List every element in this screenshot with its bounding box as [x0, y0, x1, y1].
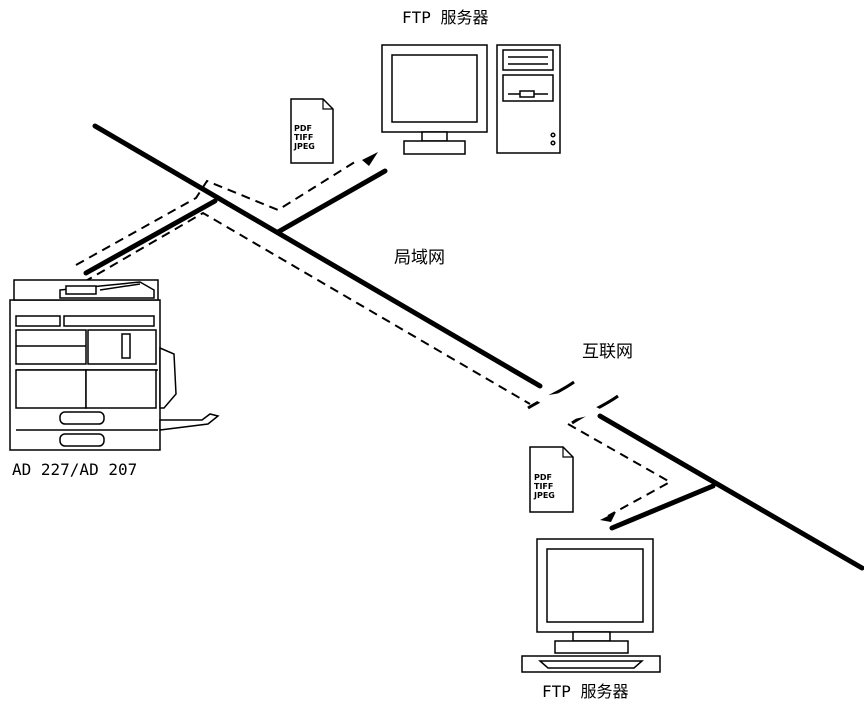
ftp-server-label-top: FTP 服务器	[402, 8, 489, 27]
tower-pc-icon-top	[496, 44, 561, 154]
computer-icon-bottom	[521, 538, 661, 673]
internet-break-symbol	[527, 380, 619, 425]
data-path-lower	[83, 211, 673, 517]
lan-backbone	[92, 123, 864, 571]
copier-icon	[9, 279, 220, 451]
document-icon-top	[290, 98, 334, 164]
doc-format-tiff-top: TIFF	[294, 133, 314, 142]
bottom-server-branch-line	[609, 483, 716, 531]
document-icon-bottom	[529, 446, 574, 513]
doc-format-jpeg-top: JPEG	[294, 142, 315, 151]
ftp-server-label-bottom: FTP 服务器	[542, 682, 629, 701]
doc-format-jpeg-bottom: JPEG	[534, 491, 555, 500]
doc-format-pdf-top: PDF	[294, 124, 312, 133]
doc-format-pdf-bottom: PDF	[534, 473, 552, 482]
internet-label: 互联网	[582, 342, 633, 362]
device-model-label: AD 227/AD 207	[12, 460, 138, 479]
doc-format-tiff-bottom: TIFF	[534, 482, 554, 491]
copier-branch-line	[83, 198, 218, 276]
data-path-upper	[75, 159, 359, 266]
arrow-head-top	[362, 152, 378, 166]
top-server-branch-line	[275, 168, 388, 235]
lan-label: 局域网	[394, 248, 445, 268]
arrow-head-bottom	[600, 512, 616, 522]
monitor-icon-top	[381, 44, 488, 155]
